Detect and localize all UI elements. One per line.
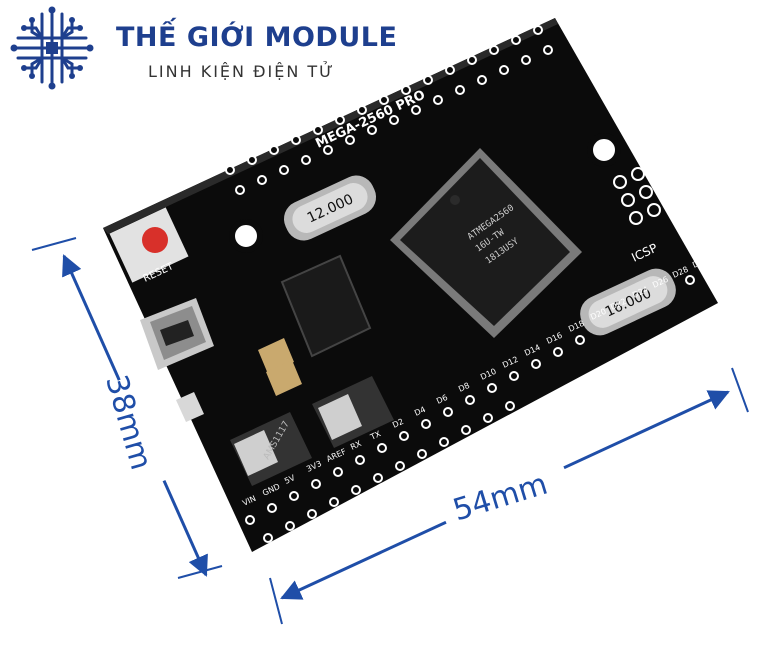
circuit-logo-icon bbox=[10, 6, 94, 90]
pin-label-a9: A9 bbox=[293, 115, 306, 128]
pin-label-d43: D43 bbox=[491, 23, 510, 38]
pin-label-rx: RX bbox=[349, 439, 363, 452]
pcb-board: ATMEGA2560 16U-TW 1813USY 12.000 16.000 … bbox=[103, 3, 718, 552]
mcu-chip: ATMEGA2560 16U-TW 1813USY bbox=[390, 148, 582, 338]
dimension-arrows bbox=[31, 237, 749, 625]
pin-label-a7: A7 bbox=[271, 125, 284, 138]
pin-label-a13: A13 bbox=[337, 93, 355, 108]
pin-label-d35: D35 bbox=[403, 63, 422, 78]
pin-label-a5: A5 bbox=[249, 135, 262, 148]
pin-label-a15: A15 bbox=[359, 83, 377, 98]
micro-usb-port bbox=[140, 298, 214, 370]
pin-label-d45: D45 bbox=[513, 13, 532, 28]
pin-label-d33: D33 bbox=[381, 73, 400, 88]
pin-label-d6: D6 bbox=[435, 393, 449, 406]
pin-label-a3: A3 bbox=[227, 145, 240, 158]
brand-name: THẾ GIỚI MODULE bbox=[116, 22, 398, 53]
pin-label-d37: D37 bbox=[425, 53, 444, 68]
pin-label-5v: 5V bbox=[283, 473, 297, 486]
pin-label-d47: D47 bbox=[535, 3, 554, 18]
pin-label-d4: D4 bbox=[413, 405, 427, 418]
pin-label-d2: D2 bbox=[391, 417, 405, 430]
pin-label-d41: D41 bbox=[469, 33, 488, 48]
bottom-pin-labels: VIN GND 5V 3V3 AREF RX TX D2 D4 D6 D8 D1… bbox=[241, 255, 710, 508]
crystal-12mhz: 12.000 bbox=[283, 175, 377, 241]
pin-label-d30: D30 bbox=[691, 255, 710, 270]
pin-label-d8: D8 bbox=[457, 381, 471, 394]
pin-label-d39: D39 bbox=[447, 43, 466, 58]
pin-label-a1: A1 bbox=[205, 155, 218, 168]
brand-logo: THẾ GIỚI MODULE LINH KIỆN ĐIỆN TỬ bbox=[8, 4, 408, 94]
brand-tagline: LINH KIỆN ĐIỆN TỬ bbox=[148, 62, 335, 81]
pin-label-a11: A11 bbox=[315, 103, 333, 118]
reset-button: RESET bbox=[109, 207, 189, 285]
power-regulators: AMS1117 bbox=[176, 254, 394, 486]
crystal-16mhz: 16.000 bbox=[580, 268, 676, 336]
